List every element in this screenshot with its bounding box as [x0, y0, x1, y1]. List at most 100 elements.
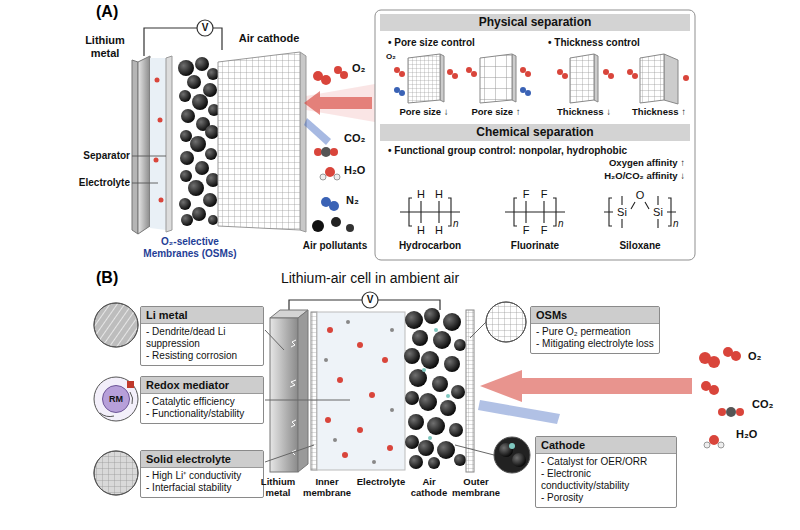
voltmeter: [197, 20, 213, 36]
blocked-arrow: [304, 118, 331, 145]
voltmeter: [362, 292, 378, 308]
lithium-plate-side: [132, 60, 138, 234]
thickness-thick: [627, 54, 689, 104]
box-text: - Dendrite/dead Li suppression: [141, 324, 263, 350]
part-label: H: [415, 188, 427, 201]
part-label: O₂: [352, 62, 374, 75]
box-heading: Solid electrolyte: [141, 451, 263, 468]
mediator-label: RM: [109, 394, 123, 404]
part-label: n: [453, 218, 463, 230]
part-label: Fluorinate: [490, 240, 580, 252]
inner-membrane: [311, 312, 317, 470]
part-label: CO₂: [752, 398, 782, 411]
callout-box: Li metal- Dendrite/dead Li suppression- …: [140, 306, 264, 366]
li-metal-icon: [94, 303, 138, 347]
section-band: Physical separation • Pore size control • …: [380, 14, 690, 50]
box-text: - Resisting corrosion: [141, 350, 263, 362]
box-heading: Li metal: [141, 307, 263, 324]
part-label: Inner membrane: [302, 476, 352, 498]
part-label: (A): [96, 2, 136, 21]
section-text: H₂O/CO₂ affinity ↓: [520, 170, 685, 182]
part-label: Hydrocarbon: [385, 240, 475, 252]
section-heading: Chemical separation: [380, 124, 690, 141]
electrolyte-region: [150, 58, 166, 230]
part-label: H₂O: [344, 164, 374, 177]
membrane-grid: [218, 52, 300, 230]
part-label: Electrolyte: [58, 177, 130, 189]
part-label: Lithium metal: [254, 476, 302, 498]
box-text: - Electronic conductivity/stability: [536, 468, 676, 492]
box-text: - High Li⁺ conductivity: [141, 468, 263, 482]
section-band: Chemical separation • Functional group co…: [380, 124, 690, 184]
part-label: Electrolyte: [354, 476, 408, 487]
pore-size-small: [394, 54, 458, 103]
section-text: • Pore size control: [388, 36, 540, 49]
section-text: • Thickness control: [548, 36, 688, 49]
lithium-plate: [138, 56, 150, 234]
part-label: Air cathode: [232, 32, 306, 45]
catalyst-dots: [422, 328, 450, 440]
part-label: Thickness ↓: [549, 106, 619, 117]
part-label: H: [433, 224, 445, 237]
callout-box: OSMs- Pure O₂ permeation- Mitigating ele…: [530, 306, 660, 354]
pore-size-large: [466, 54, 531, 103]
part-label: F: [520, 188, 532, 201]
section-heading: Physical separation: [380, 14, 690, 31]
section-text: • Functional group control: nonpolar, hy…: [388, 144, 688, 157]
membrane-side: [300, 52, 306, 232]
part-label: V: [198, 22, 212, 34]
electrolyte: [317, 312, 405, 470]
part-label: Si: [613, 206, 631, 219]
callout-box: Solid electrolyte- High Li⁺ conductivity…: [140, 450, 264, 498]
box-text: - Mitigating electrolyte loss: [531, 338, 659, 350]
oxygen-arrow: [480, 370, 692, 402]
part-label: H: [415, 224, 427, 237]
air-cathode-particles: [178, 57, 220, 226]
electrolyte-ions: [324, 320, 394, 464]
redox-icon: [94, 377, 138, 421]
box-text: - Catalytic efficiency: [141, 394, 263, 408]
box-text: - Functionality/stability: [141, 408, 263, 420]
chemical-structures: [400, 196, 676, 228]
part-label: F: [538, 188, 550, 201]
box-text: - Porosity: [536, 492, 676, 504]
part-label: Separator: [60, 150, 130, 162]
box-heading: OSMs: [531, 307, 659, 324]
redox-square: [127, 381, 134, 388]
part-label: Pore size ↑: [461, 106, 531, 117]
part-label: Pore size ↓: [389, 106, 459, 117]
part-label: Lithium-air cell in ambient air: [170, 270, 570, 287]
part-label: CO₂: [344, 132, 374, 145]
part-label: Air pollutants: [296, 240, 374, 252]
box-text: - Catalyst for OER/ORR: [536, 454, 676, 468]
part-label: F: [538, 224, 550, 237]
membrane-face: [218, 52, 300, 230]
part-label: Siloxane: [595, 240, 685, 252]
section-text: Oxygen affinity ↑: [520, 157, 685, 169]
part-label: H: [433, 188, 445, 201]
part-label: (B): [96, 268, 136, 287]
box-heading: Cathode: [536, 437, 676, 454]
solid-electrolyte-icon: [94, 451, 138, 495]
part-label: Outer membrane: [452, 476, 500, 498]
box-text: - Pure O₂ permeation: [531, 324, 659, 338]
part-label: Air cathode: [408, 476, 450, 498]
part-label: O₂: [748, 350, 772, 363]
part-label: Si: [649, 206, 667, 219]
inset-frame: [375, 10, 695, 260]
callout-box: Redox mediator- Catalytic efficiency- Fu…: [140, 376, 264, 424]
box-heading: Redox mediator: [141, 377, 263, 394]
osm-icon: [486, 302, 526, 342]
thickness-thin: [557, 54, 614, 103]
callout-box: Cathode- Catalyst for OER/ORR- Electroni…: [535, 436, 677, 508]
mediator-circle: RM: [102, 385, 130, 413]
oxygen-arrow: [304, 91, 372, 115]
part-label: n: [673, 218, 683, 230]
part-label: V: [363, 294, 377, 306]
leader-line: [132, 156, 166, 183]
dendrites: [290, 340, 296, 455]
part-label: O₂-selective Membranes (OSMs): [132, 236, 248, 260]
air-cathode-particles: [404, 308, 466, 469]
part-label: N₂: [346, 194, 370, 207]
